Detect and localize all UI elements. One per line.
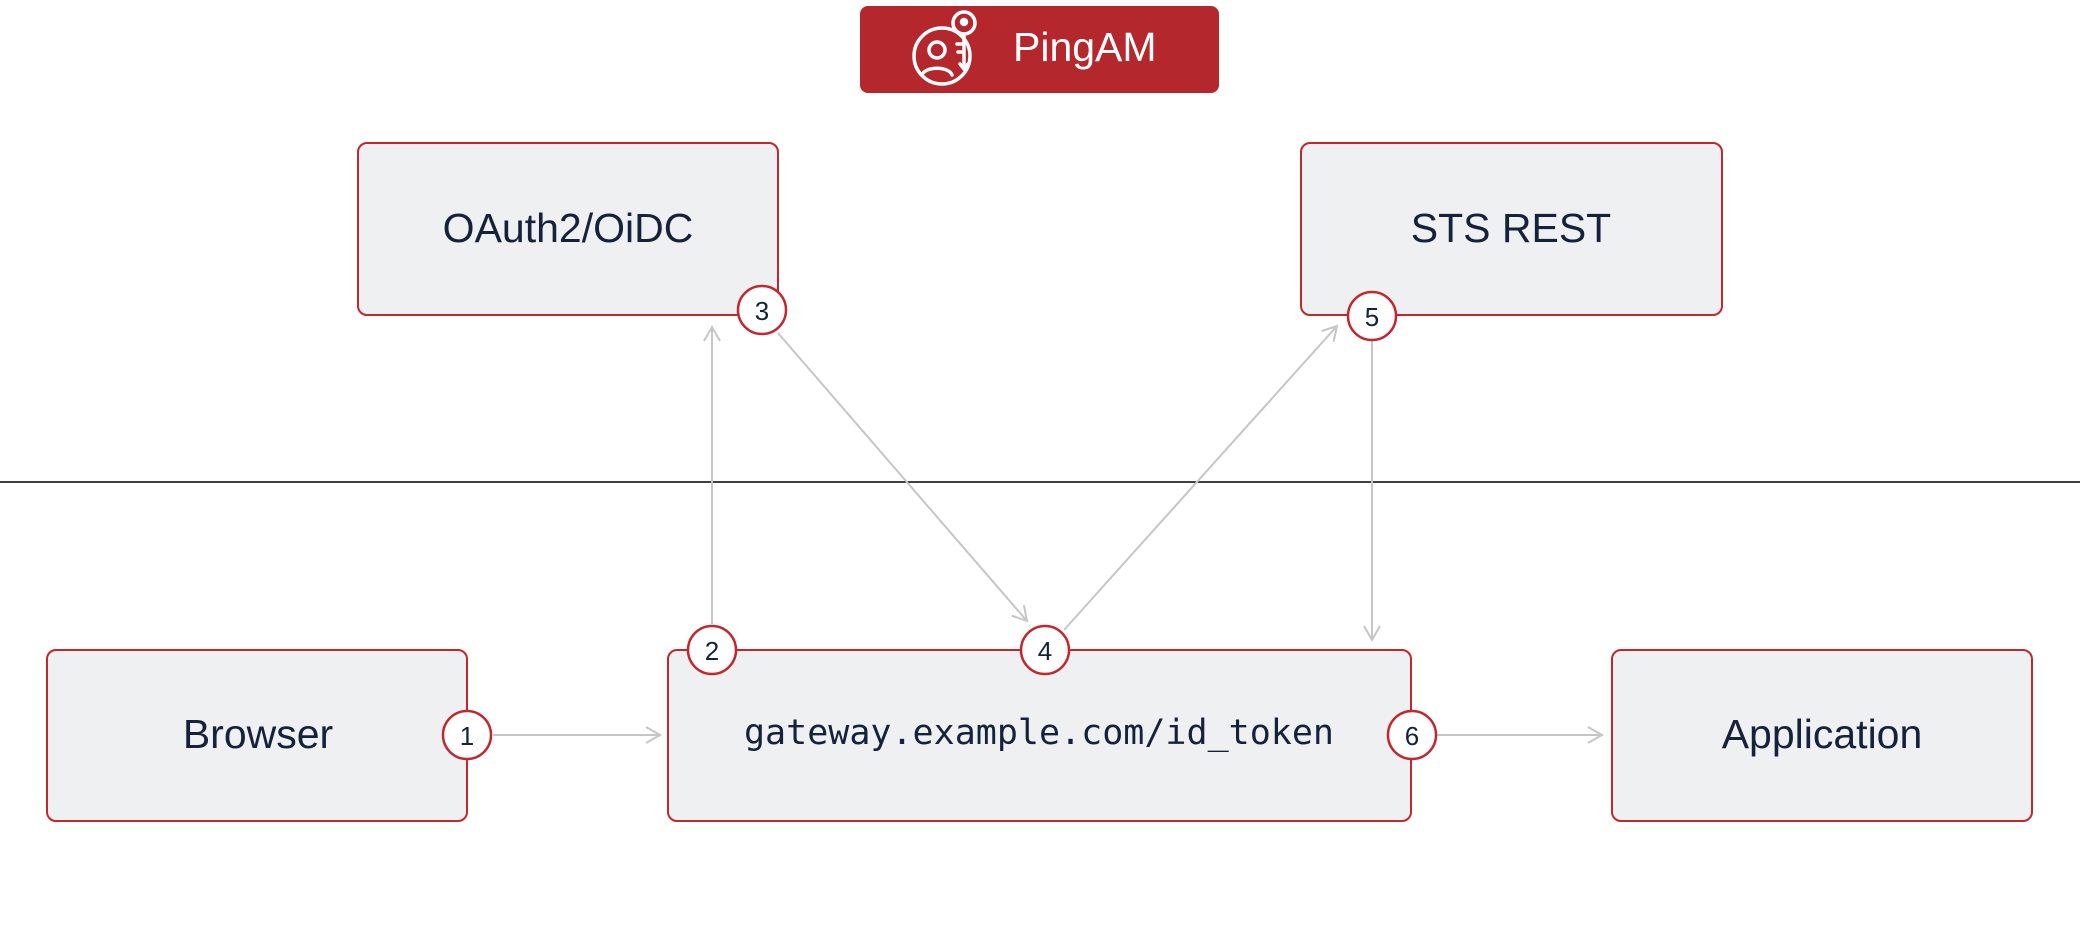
step-badge-3-circle [736, 284, 788, 336]
browser-box-label: Browser [183, 711, 333, 757]
gateway-box-label: gateway.example.com/id_token [744, 713, 1334, 753]
oauth-box-label: OAuth2/OiDC [443, 205, 694, 251]
step-badge-6-label: 6 [1405, 721, 1419, 751]
step-badge-2-circle [686, 624, 738, 676]
step-badge-6-circle [1386, 709, 1438, 761]
step-badge-4-label: 4 [1038, 636, 1052, 666]
arrow-3-oauth-to-gateway [777, 332, 1029, 623]
step-badge-1-label: 1 [460, 721, 474, 751]
oauth-box: OAuth2/OiDC [357, 142, 779, 316]
step-badge-3: 3 [736, 284, 788, 336]
step-badge-3-label: 3 [755, 296, 769, 326]
sts-box: STS REST [1300, 142, 1723, 316]
flow-arrows [493, 324, 1605, 744]
step-badge-2-label: 2 [705, 636, 719, 666]
arrow-4-gateway-to-sts [1063, 324, 1339, 631]
user-key-icon [912, 10, 977, 86]
step-badge-5-circle [1346, 290, 1398, 342]
pingam-header: PingAM [860, 6, 1219, 93]
step-badge-4: 4 [1019, 624, 1071, 676]
header-title: PingAM [1013, 24, 1157, 70]
step-badge-1: 1 [441, 709, 493, 761]
application-box: Application [1611, 649, 2033, 822]
step-badge-5: 5 [1346, 290, 1398, 342]
step-badge-5-label: 5 [1365, 302, 1379, 332]
gateway-box: gateway.example.com/id_token [667, 649, 1412, 822]
step-badge-4-circle [1019, 624, 1071, 676]
step-badge-1-circle [441, 709, 493, 761]
application-box-label: Application [1722, 711, 1923, 757]
browser-box: Browser [46, 649, 468, 822]
step-badge-6: 6 [1386, 709, 1438, 761]
sts-box-label: STS REST [1411, 205, 1611, 251]
oauth-box-rect [357, 142, 779, 316]
sts-box-rect [1300, 142, 1723, 316]
application-box-rect [1611, 649, 2033, 822]
step-badge-2: 2 [686, 624, 738, 676]
